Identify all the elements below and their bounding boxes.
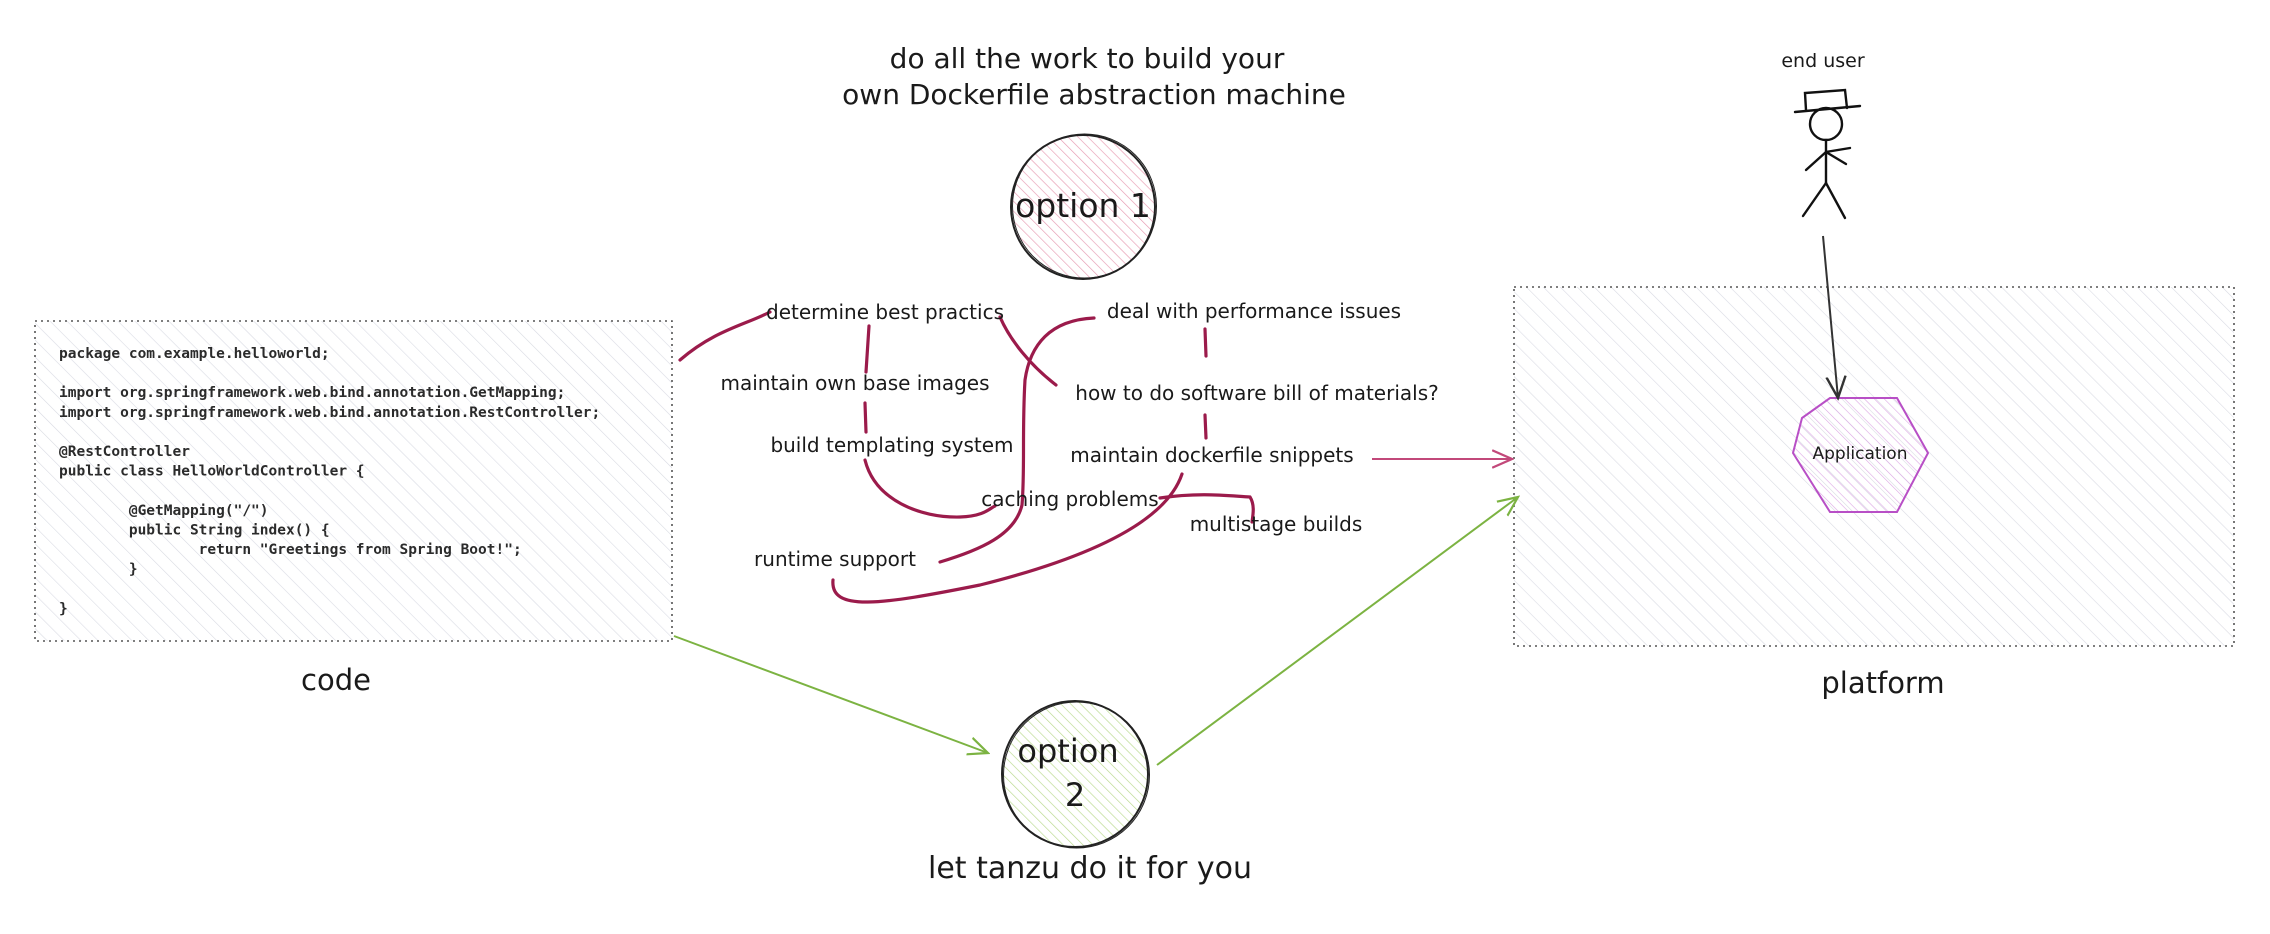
end-user-label: end user (1781, 50, 1864, 72)
option-2-node: option 2 (1001, 700, 1150, 849)
code-box: package com.example.helloworld; import or… (34, 320, 673, 642)
code-line: package com.example.helloworld; (59, 346, 330, 362)
task-caching-problems: caching problems (981, 487, 1158, 511)
option-2-caption: let tanzu do it for you (928, 851, 1252, 886)
code-line: @RestController (59, 444, 190, 460)
code-to-option2-arrow (673, 635, 988, 753)
option2-to-platform-arrow (1156, 497, 1518, 766)
code-line: } (59, 562, 138, 578)
code-line: @GetMapping("/") (59, 503, 269, 519)
code-line: return "Greetings from Spring Boot!"; (59, 542, 522, 558)
task-performance-issues: deal with performance issues (1107, 299, 1401, 323)
option-2-label-line-2: 2 (1065, 776, 1085, 814)
task-software-bom: how to do software bill of materials? (1075, 381, 1438, 405)
user-to-app-arrow (1822, 235, 1838, 398)
code-line: public String index() { (59, 522, 330, 538)
option-1-label: option 1 (1015, 186, 1151, 225)
code-line: public class HelloWorldController { (59, 464, 365, 480)
code-lines: package com.example.helloworld; import or… (59, 346, 600, 617)
task-dockerfile-snippets: maintain dockerfile snippets (1070, 443, 1353, 467)
option-1-node: option 1 (1010, 133, 1157, 280)
code-line: import org.springframework.web.bind.anno… (59, 385, 565, 401)
title-line-2: own Dockerfile abstraction machine (842, 78, 1346, 111)
task-labels: determine best practics deal with perfor… (720, 299, 1438, 571)
option-2-label-line-1: option (1017, 732, 1118, 770)
task-base-images: maintain own base images (720, 371, 989, 395)
application-label: Application (1813, 444, 1908, 464)
platform-caption: platform (1821, 666, 1944, 700)
task-connectors (678, 310, 1255, 604)
task-multistage-builds: multistage builds (1190, 512, 1363, 536)
task-runtime-support: runtime support (754, 547, 916, 571)
end-user-icon (1793, 88, 1862, 220)
code-caption: code (301, 663, 371, 697)
code-line: } (59, 601, 68, 617)
task-determine-best-practices: determine best practics (766, 300, 1004, 324)
application-node: Application (1791, 397, 1930, 513)
title-line-1: do all the work to build your (890, 42, 1285, 75)
task-templating-system: build templating system (770, 433, 1013, 457)
code-line: import org.springframework.web.bind.anno… (59, 405, 600, 421)
